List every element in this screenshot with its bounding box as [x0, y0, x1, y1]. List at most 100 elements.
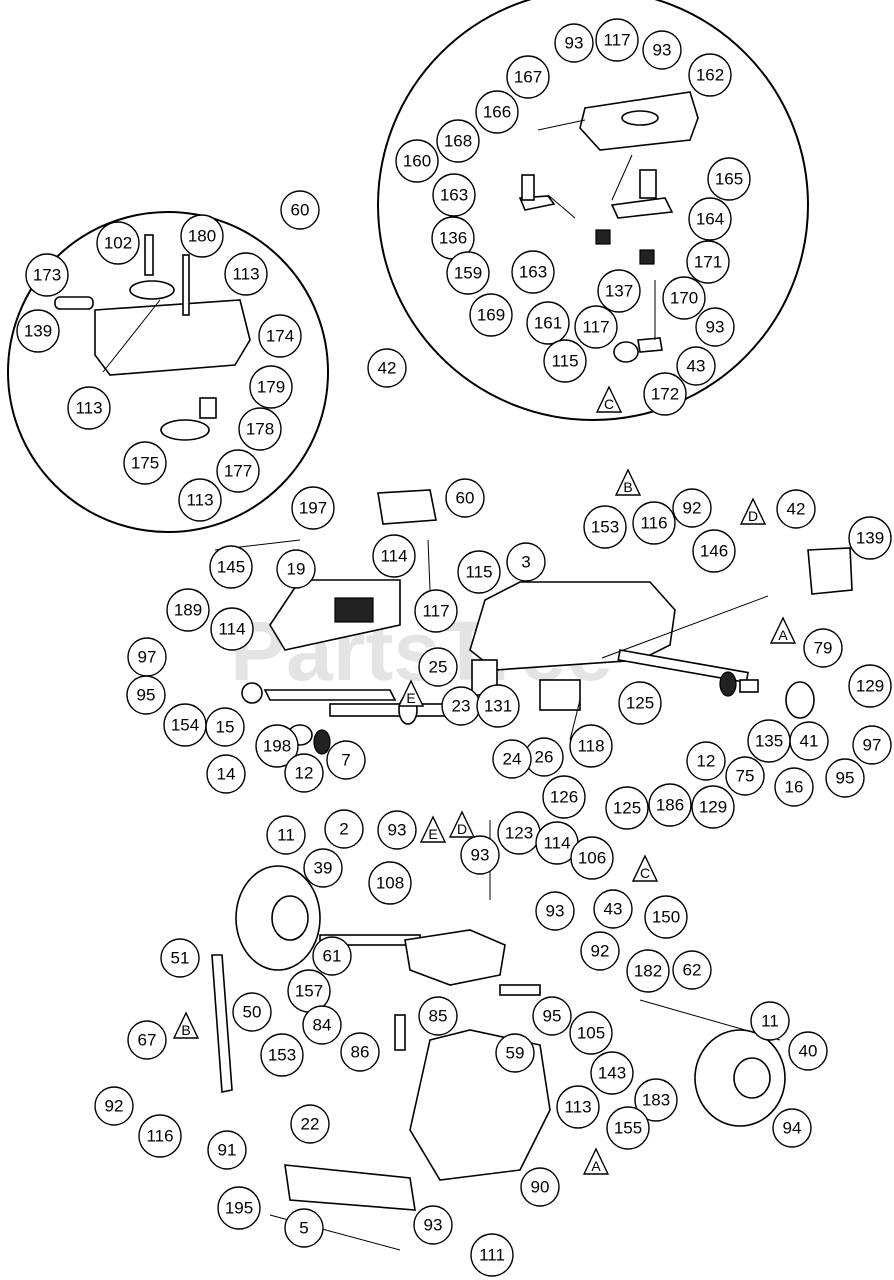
callout-12: 12: [686, 741, 726, 781]
callout-bubble: [290, 1104, 330, 1144]
callout-bubble: [303, 848, 343, 888]
callout-bubble: [774, 767, 814, 807]
callout-169: 169: [469, 293, 513, 337]
callout-label: 159: [454, 264, 482, 283]
callout-177: 177: [216, 449, 260, 493]
callout-label: 182: [634, 962, 662, 981]
callout-bubble: [326, 740, 366, 780]
callout-label: 16: [785, 778, 804, 797]
callout-111: 111: [470, 1233, 514, 1277]
callout-7: 7: [326, 740, 366, 780]
callout-67: 67: [127, 1020, 167, 1060]
callout-102: 102: [96, 221, 140, 265]
callout-label: 15: [216, 718, 235, 737]
callout-bubble: [556, 1085, 600, 1129]
reference-label: C: [604, 396, 614, 412]
callout-bubble: [574, 305, 618, 349]
plate-right: [610, 197, 674, 219]
bracket-178: [199, 397, 217, 419]
hub-11-right: [733, 1057, 771, 1099]
callout-bubble: [825, 758, 865, 798]
callout-22: 22: [290, 1104, 330, 1144]
callout-117: 117: [595, 18, 639, 62]
callout-117: 117: [574, 305, 618, 349]
callout-bubble: [395, 139, 439, 183]
callout-163: 163: [432, 173, 476, 217]
spacer-139: [54, 296, 94, 310]
callout-61: 61: [312, 936, 352, 976]
callout-129: 129: [691, 785, 735, 829]
reference-label: D: [748, 508, 758, 524]
bolt-102: [144, 234, 154, 276]
spacer-75: [739, 679, 759, 693]
callout-label: 125: [626, 694, 654, 713]
callout-bubble: [249, 365, 293, 409]
callout-172: 172: [643, 372, 687, 416]
callout-label: 166: [483, 103, 511, 122]
callout-bubble: [96, 221, 140, 265]
bracket-26: [539, 679, 581, 711]
callout-label: 168: [444, 132, 472, 151]
callout-75: 75: [725, 756, 765, 796]
callout-bubble: [16, 309, 60, 353]
callout-165: 165: [707, 157, 751, 201]
callout-bubble: [413, 1205, 453, 1245]
callout-173: 173: [25, 253, 69, 297]
callout-bubble: [542, 775, 586, 819]
callout-bubble: [852, 725, 892, 765]
callout-label: 92: [105, 1097, 124, 1116]
transmission-2: [404, 929, 506, 986]
callout-60: 60: [280, 190, 320, 230]
callout-label: 25: [429, 658, 448, 677]
callout-168: 168: [436, 119, 480, 163]
callout-bubble: [643, 372, 687, 416]
callout-123: 123: [497, 811, 541, 855]
callout-label: 67: [138, 1031, 157, 1050]
callout-bubble: [255, 724, 299, 768]
callout-label: 146: [700, 542, 728, 561]
callout-154: 154: [163, 703, 207, 747]
callout-bubble: [626, 949, 670, 993]
callout-bubble: [284, 753, 324, 793]
callout-label: 178: [246, 420, 274, 439]
callout-bubble: [436, 119, 480, 163]
callout-label: 173: [33, 266, 61, 285]
callout-93: 93: [554, 23, 594, 63]
callout-5: 5: [284, 1208, 324, 1248]
callout-label: 61: [323, 947, 342, 966]
callout-bubble: [377, 810, 417, 850]
callout-label: 22: [301, 1115, 320, 1134]
callout-11: 11: [266, 815, 306, 855]
bolt-180: [182, 254, 190, 316]
callout-bubble: [94, 1086, 134, 1126]
callout-label: 92: [591, 942, 610, 961]
pulley-173: [129, 280, 175, 300]
callout-150: 150: [644, 895, 688, 939]
callout-162: 162: [688, 53, 732, 97]
callout-label: 195: [225, 1199, 253, 1218]
callout-bubble: [618, 681, 662, 725]
callout-label: 160: [403, 152, 431, 171]
callout-label: 117: [582, 318, 609, 337]
callout-bubble: [750, 1001, 790, 1041]
callout-label: 93: [388, 821, 407, 840]
callout-bubble: [605, 786, 649, 830]
callout-95: 95: [825, 758, 865, 798]
callout-114: 114: [210, 607, 254, 651]
callout-bubble: [367, 348, 407, 388]
callout-153: 153: [583, 505, 627, 549]
callout-label: 2: [339, 820, 348, 839]
callout-label: 115: [551, 352, 578, 371]
callout-bubble: [166, 588, 210, 632]
callout-bubble: [606, 1106, 650, 1150]
callout-bubble: [688, 197, 732, 241]
callout-bubble: [788, 1031, 828, 1071]
callout-bubble: [848, 664, 892, 708]
callout-label: 51: [171, 949, 190, 968]
callout-label: 113: [232, 265, 259, 284]
callout-bubble: [634, 1078, 678, 1122]
callout-bubble: [676, 346, 716, 386]
callout-label: 102: [104, 234, 132, 253]
callout-174: 174: [258, 314, 302, 358]
